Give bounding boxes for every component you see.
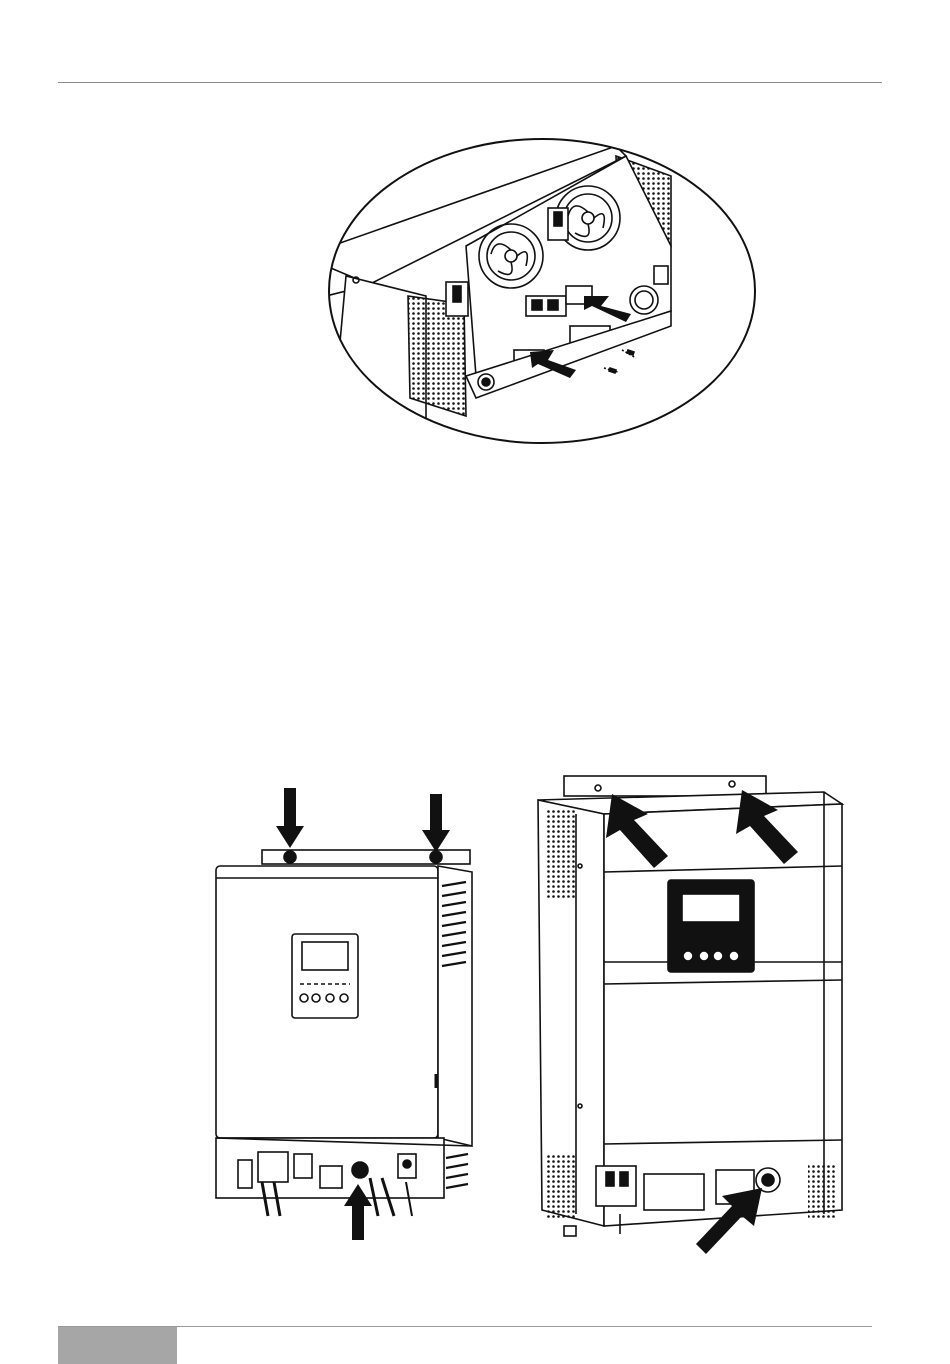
footer-tab	[58, 1327, 177, 1364]
inverter-angled-view-illustration	[536, 774, 852, 1270]
arrow-down-icon	[422, 794, 450, 852]
header-rule	[58, 82, 882, 83]
inverter-front-view-illustration	[210, 786, 480, 1242]
front-view-figure	[210, 786, 480, 1242]
inverter-cable-cover-detail-illustration	[326, 136, 758, 448]
arrow-down-icon	[276, 788, 304, 848]
footer-rule	[58, 1326, 872, 1327]
angled-view-figure	[536, 774, 852, 1270]
cable-cover-detail-figure	[326, 136, 758, 448]
